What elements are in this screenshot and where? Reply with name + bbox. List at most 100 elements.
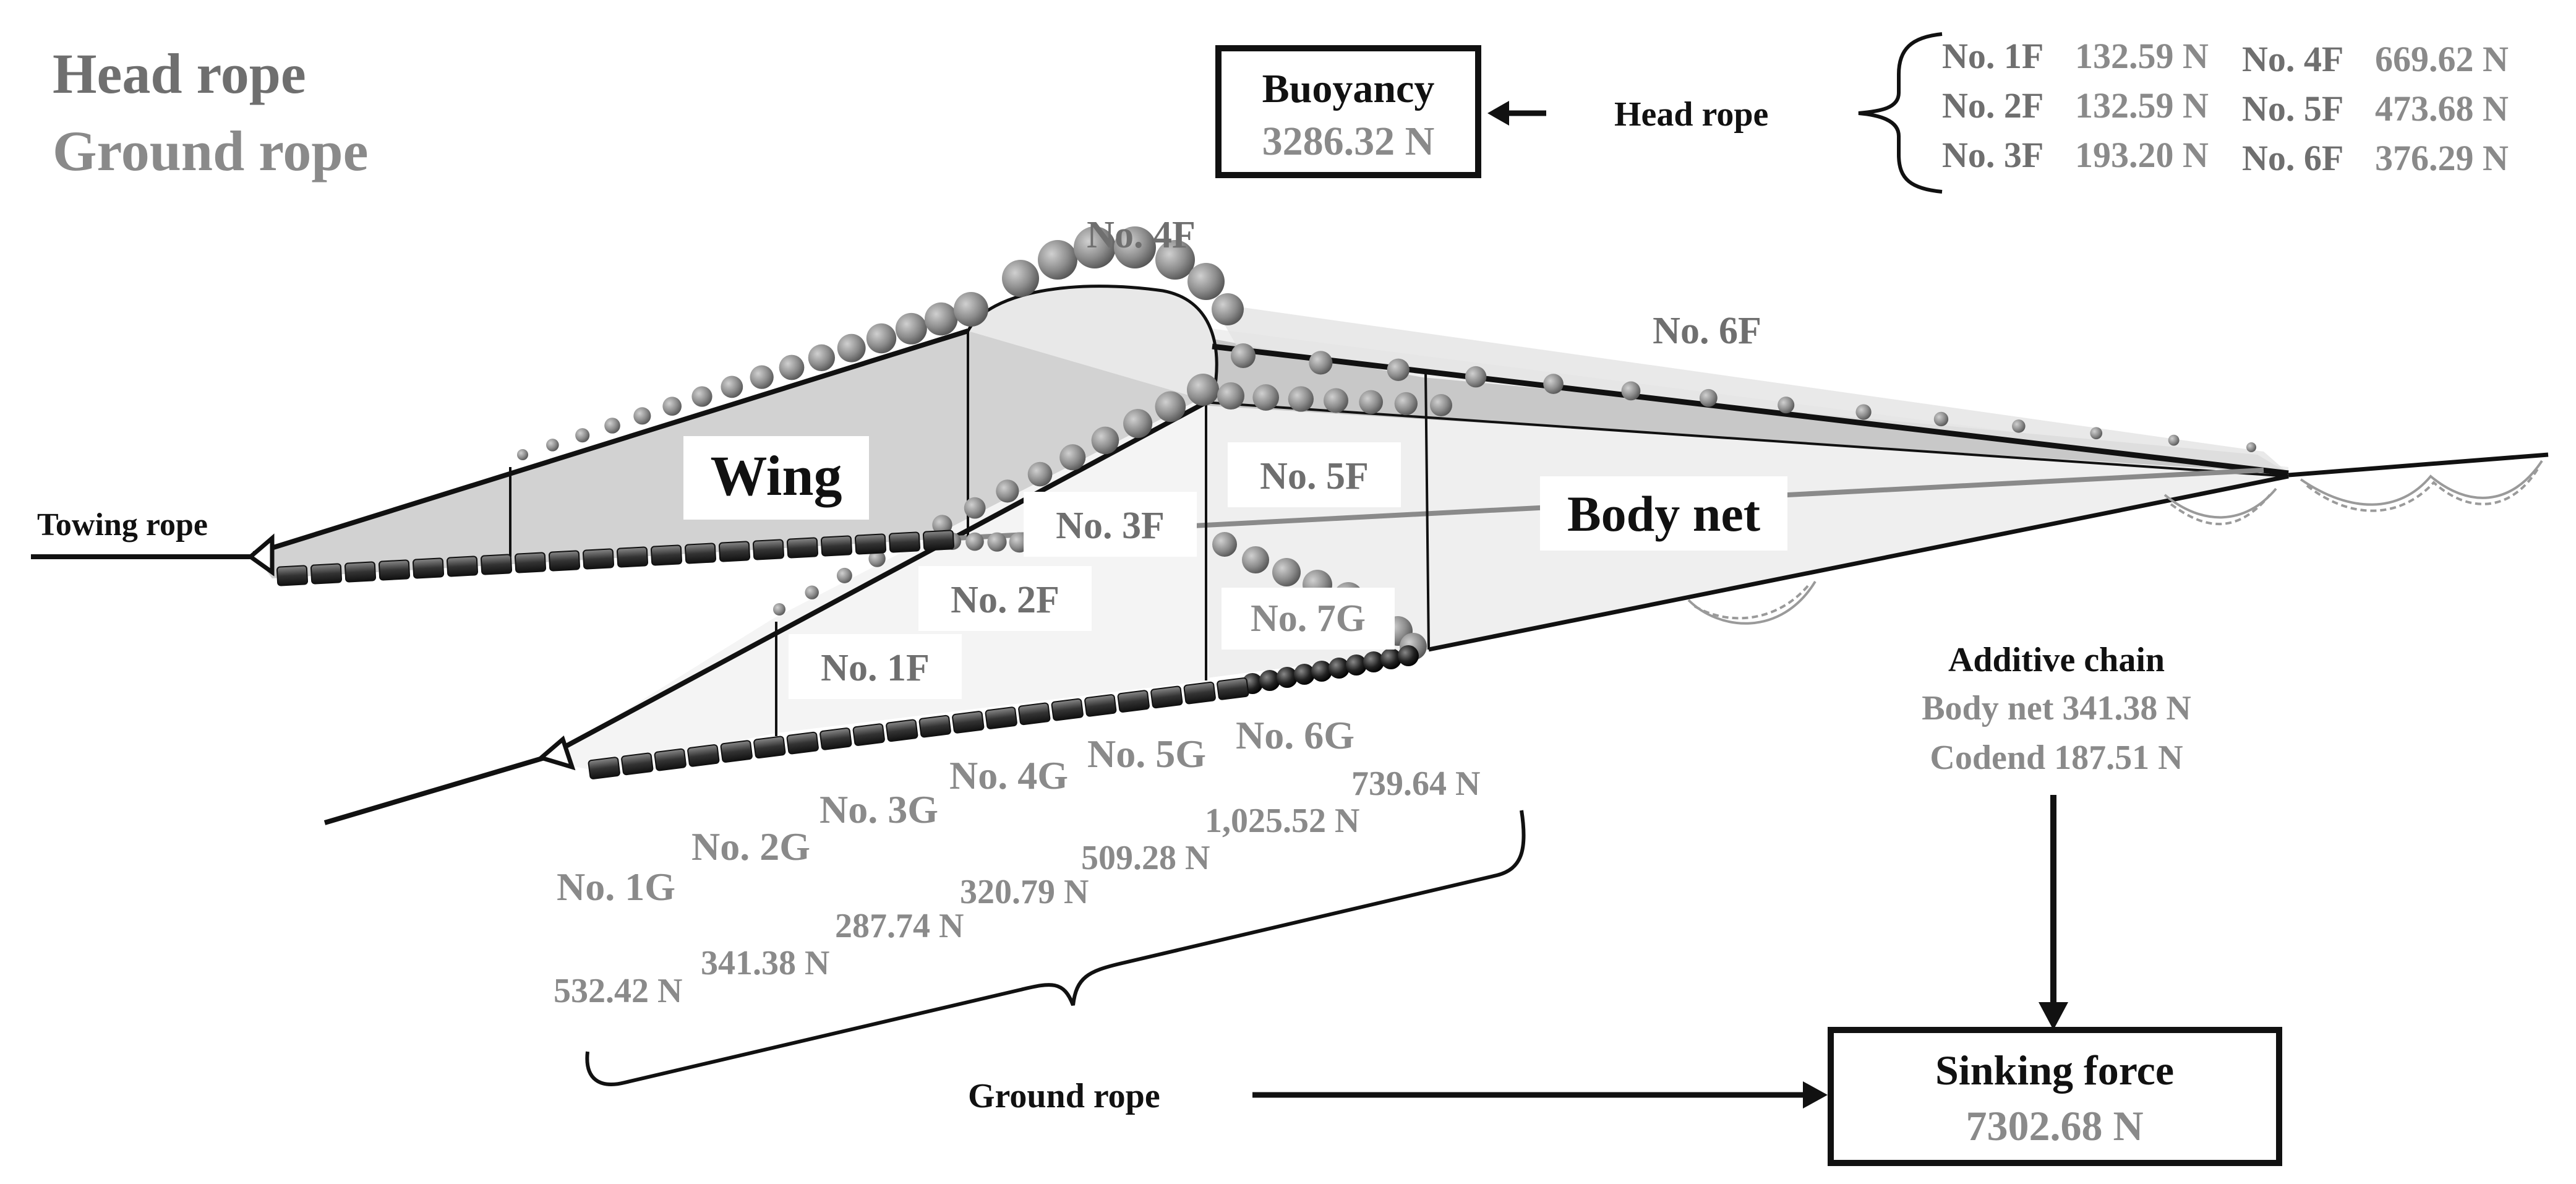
ground-rope-brace: [585, 810, 1526, 1086]
ground-rope-arrow: [1252, 1081, 1828, 1109]
float-ball: [1038, 240, 1077, 280]
float-ball: [1091, 426, 1119, 455]
net-label-1f-bg: [789, 634, 962, 699]
float-ball: [1002, 260, 1039, 297]
ground-rope-segment: [588, 757, 620, 779]
wing-label: Wing: [710, 444, 842, 507]
float-ball: [604, 418, 620, 434]
float-ball: [868, 550, 886, 567]
sinking-force-label: Sinking force: [1935, 1047, 2174, 1094]
floats-table: No. 1F 132.59 N No. 2F 132.59 N No. 3F 1…: [1942, 36, 2509, 178]
ground-rope-segment: [718, 541, 751, 562]
float-ball: [1155, 240, 1195, 280]
net-label-7g-bg: [1222, 588, 1395, 650]
net-labels: Wing Body net Towing rope No. 4F No. 6F …: [37, 214, 1787, 699]
ground-rope-segment: [922, 530, 955, 551]
float-ball: [1252, 384, 1279, 411]
float-6f-id: No. 6F: [2242, 138, 2343, 178]
float-ball: [575, 428, 590, 443]
ground-5g-id: No. 5G: [1087, 732, 1206, 776]
net-label-7g: No. 7G: [1251, 598, 1366, 640]
lower-towing-rope: [323, 755, 546, 825]
net-label-4f: No. 4F: [1087, 214, 1196, 256]
float-ball: [633, 407, 651, 425]
float-ball: [805, 585, 819, 599]
buoyancy-box: Buoyancy 3286.32 N: [1215, 45, 1481, 178]
float-ball: [1778, 397, 1795, 414]
float-ball: [1933, 411, 1949, 427]
ground-3g-id: No. 3G: [819, 787, 938, 831]
float-2f-id: No. 2F: [1942, 85, 2043, 126]
ground-rope-segment: [1018, 702, 1051, 726]
ground-rope-segment: [650, 544, 683, 566]
upper-wing-head-rope: [252, 328, 969, 556]
sinking-force-value: 7302.68 N: [1966, 1102, 2143, 1149]
float-ball: [750, 365, 774, 389]
float-ball: [1430, 394, 1452, 416]
buoyancy-label: Buoyancy: [1262, 66, 1435, 111]
float-ball: [2246, 442, 2256, 452]
additive-chain-drawings: [1687, 460, 2543, 625]
lower-vertical-3: [1424, 371, 1430, 650]
ground-1g-value: 532.42 N: [554, 972, 682, 1010]
ground-rope-segment: [1117, 690, 1150, 713]
float-ball: [1114, 226, 1156, 268]
float-ball: [1294, 664, 1315, 685]
buoyancy-frame: [1215, 45, 1481, 178]
float-ball: [836, 567, 852, 583]
float-ball: [1311, 661, 1332, 682]
float-ball: [1324, 388, 1348, 413]
body-net-label: Body net: [1567, 486, 1760, 542]
float-ball: [1187, 263, 1225, 300]
float-ball: [1272, 558, 1301, 586]
wing-label-bg: [683, 436, 869, 520]
float-ball: [773, 603, 785, 616]
ground-rope-segment: [985, 706, 1017, 729]
float-ball: [837, 333, 866, 362]
float-ball: [721, 375, 743, 398]
additive-chain-codend: Codend 187.51 N: [1930, 739, 2183, 777]
float-ball: [924, 302, 958, 336]
float-ball: [1329, 658, 1350, 679]
ground-rope-segment: [616, 546, 649, 568]
float-ball: [662, 397, 682, 416]
float-ball: [866, 323, 897, 354]
float-ball: [964, 497, 986, 519]
upper-triangle: [247, 533, 275, 577]
ground-rope-segment: [344, 561, 377, 583]
ground-rope-segment: [480, 554, 513, 575]
float-ball: [1074, 226, 1116, 268]
ground-4g-id: No. 4G: [949, 753, 1068, 797]
float-ball: [1543, 374, 1564, 394]
ground-3g-value: 287.74 N: [835, 907, 964, 945]
ground-5g-value: 509.28 N: [1081, 839, 1210, 877]
float-1f-value: 132.59 N: [2075, 36, 2209, 76]
ground-rope-segment: [752, 539, 785, 560]
float-ball: [2012, 419, 2026, 433]
ground-rope-segment: [886, 719, 918, 742]
ground-rope-segment: [918, 714, 951, 738]
ground-rope-segment: [1084, 694, 1117, 717]
float-ball: [1346, 654, 1367, 676]
float-4f-value: 669.62 N: [2375, 39, 2509, 79]
tail-line: [2288, 452, 2549, 478]
float-ball: [1288, 386, 1314, 412]
ground-rope-segment: [952, 711, 985, 734]
ground-rope-segment: [888, 531, 921, 553]
ground-rope-segment: [1217, 677, 1249, 700]
float-ball: [1187, 374, 1219, 406]
float-ball: [1217, 382, 1244, 410]
float-ball: [1259, 670, 1280, 691]
ground-rope-segment: [446, 556, 479, 577]
ground-2g-value: 341.38 N: [701, 944, 829, 982]
ground-1g-id: No. 1G: [557, 865, 675, 909]
ground-6g-id: No. 6G: [1236, 713, 1354, 757]
float-ball: [987, 532, 1007, 552]
float-3f-value: 193.20 N: [2075, 135, 2209, 175]
body-net-label-bg: [1540, 476, 1787, 551]
lower-triangle: [536, 735, 576, 771]
float-ball: [691, 386, 712, 407]
float-ball: [1380, 648, 1401, 669]
ground-rope-segment: [514, 552, 547, 573]
ground-rope-segment: [687, 744, 720, 767]
